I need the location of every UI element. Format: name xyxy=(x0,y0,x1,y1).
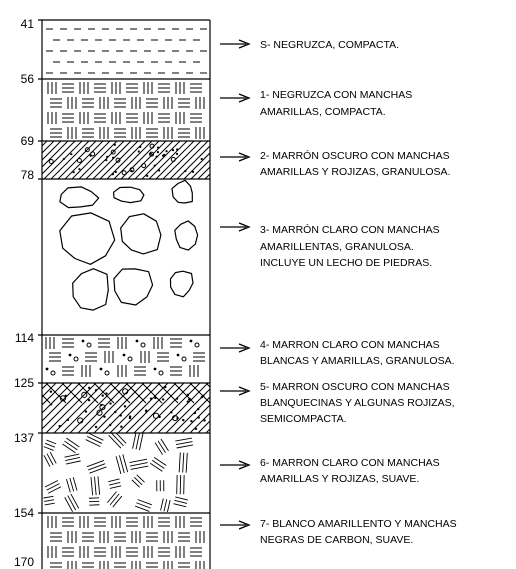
soil-layers xyxy=(38,19,211,569)
layer-description-line: 2- MARRÓN OSCURO CON MANCHAS xyxy=(260,149,450,162)
description-arrow xyxy=(220,343,251,353)
depth-label: 154 xyxy=(14,506,34,520)
description-arrow xyxy=(220,460,251,470)
depth-label: 125 xyxy=(14,376,34,390)
description-arrow xyxy=(220,520,251,530)
layer-pattern-hatch-dots-circles xyxy=(42,383,210,433)
layer-pattern-stones xyxy=(59,179,199,311)
layer-pattern-random-lines xyxy=(43,433,194,513)
layer-description-line: NEGRAS DE CARBON, SUAVE. xyxy=(260,534,413,546)
layer-description-line: INCLUYE UN LECHO DE PIEDRAS. xyxy=(260,257,432,269)
depth-label: 78 xyxy=(21,168,35,182)
column-frame xyxy=(38,19,211,569)
depth-label: 41 xyxy=(21,17,35,31)
depth-label: 170 xyxy=(14,555,34,569)
layer-description-line: 5- MARRON OSCURO CON MANCHAS xyxy=(260,381,450,393)
layer-pattern-lines xyxy=(47,82,205,139)
depth-label: 137 xyxy=(14,431,34,445)
layer-descriptions: S- NEGRUZCA, COMPACTA. 1- NEGRUZCA CON MA… xyxy=(220,39,457,546)
layer-description-line: AMARILLAS Y ROJIZAS, SUAVE. xyxy=(260,473,419,485)
layer-description-line: 1- NEGRUZCA CON MANCHAS xyxy=(260,89,412,101)
layer-description-line: SEMICOMPACTA. xyxy=(260,413,347,425)
layer-description-line: BLANQUECINAS Y ALGUNAS ROJIZAS, xyxy=(260,397,455,409)
layer-description-line: BLANCAS Y AMARILLAS, GRANULOSA. xyxy=(260,355,455,367)
depth-label: 56 xyxy=(21,72,35,86)
description-arrow xyxy=(220,386,251,396)
description-arrow xyxy=(220,39,251,49)
layer-pattern-lines-dots xyxy=(45,337,205,377)
layer-description-line: S- NEGRUZCA, COMPACTA. xyxy=(260,39,399,51)
layer-pattern-hatch-dots xyxy=(42,141,210,179)
depth-label: 69 xyxy=(21,134,35,148)
layer-description-line: AMARILLAS, COMPACTA. xyxy=(260,106,386,118)
description-arrow xyxy=(220,152,251,162)
layer-pattern-lines xyxy=(47,516,205,569)
depth-scale: 41 56 69 78 114 125 137 154 170 xyxy=(14,17,34,569)
layer-description-line: 6- MARRON CLARO CON MANCHAS xyxy=(260,457,440,469)
description-arrow xyxy=(220,93,251,103)
description-arrow xyxy=(220,222,251,232)
depth-label: 114 xyxy=(15,331,34,345)
layer-description-line: AMARILLAS Y ROJIZAS, GRANULOSA. xyxy=(260,166,450,178)
layer-description-line: 3- MARRÓN CLARO CON MANCHAS xyxy=(260,223,440,236)
layer-description-line: AMARILLENTAS, GRANULOSA. xyxy=(260,241,414,253)
layer-description-line: 4- MARRON CLARO CON MANCHAS xyxy=(260,339,440,351)
layer-description-line: 7- BLANCO AMARILLENTO Y MANCHAS xyxy=(260,518,457,530)
layer-pattern-dashes xyxy=(46,28,207,74)
